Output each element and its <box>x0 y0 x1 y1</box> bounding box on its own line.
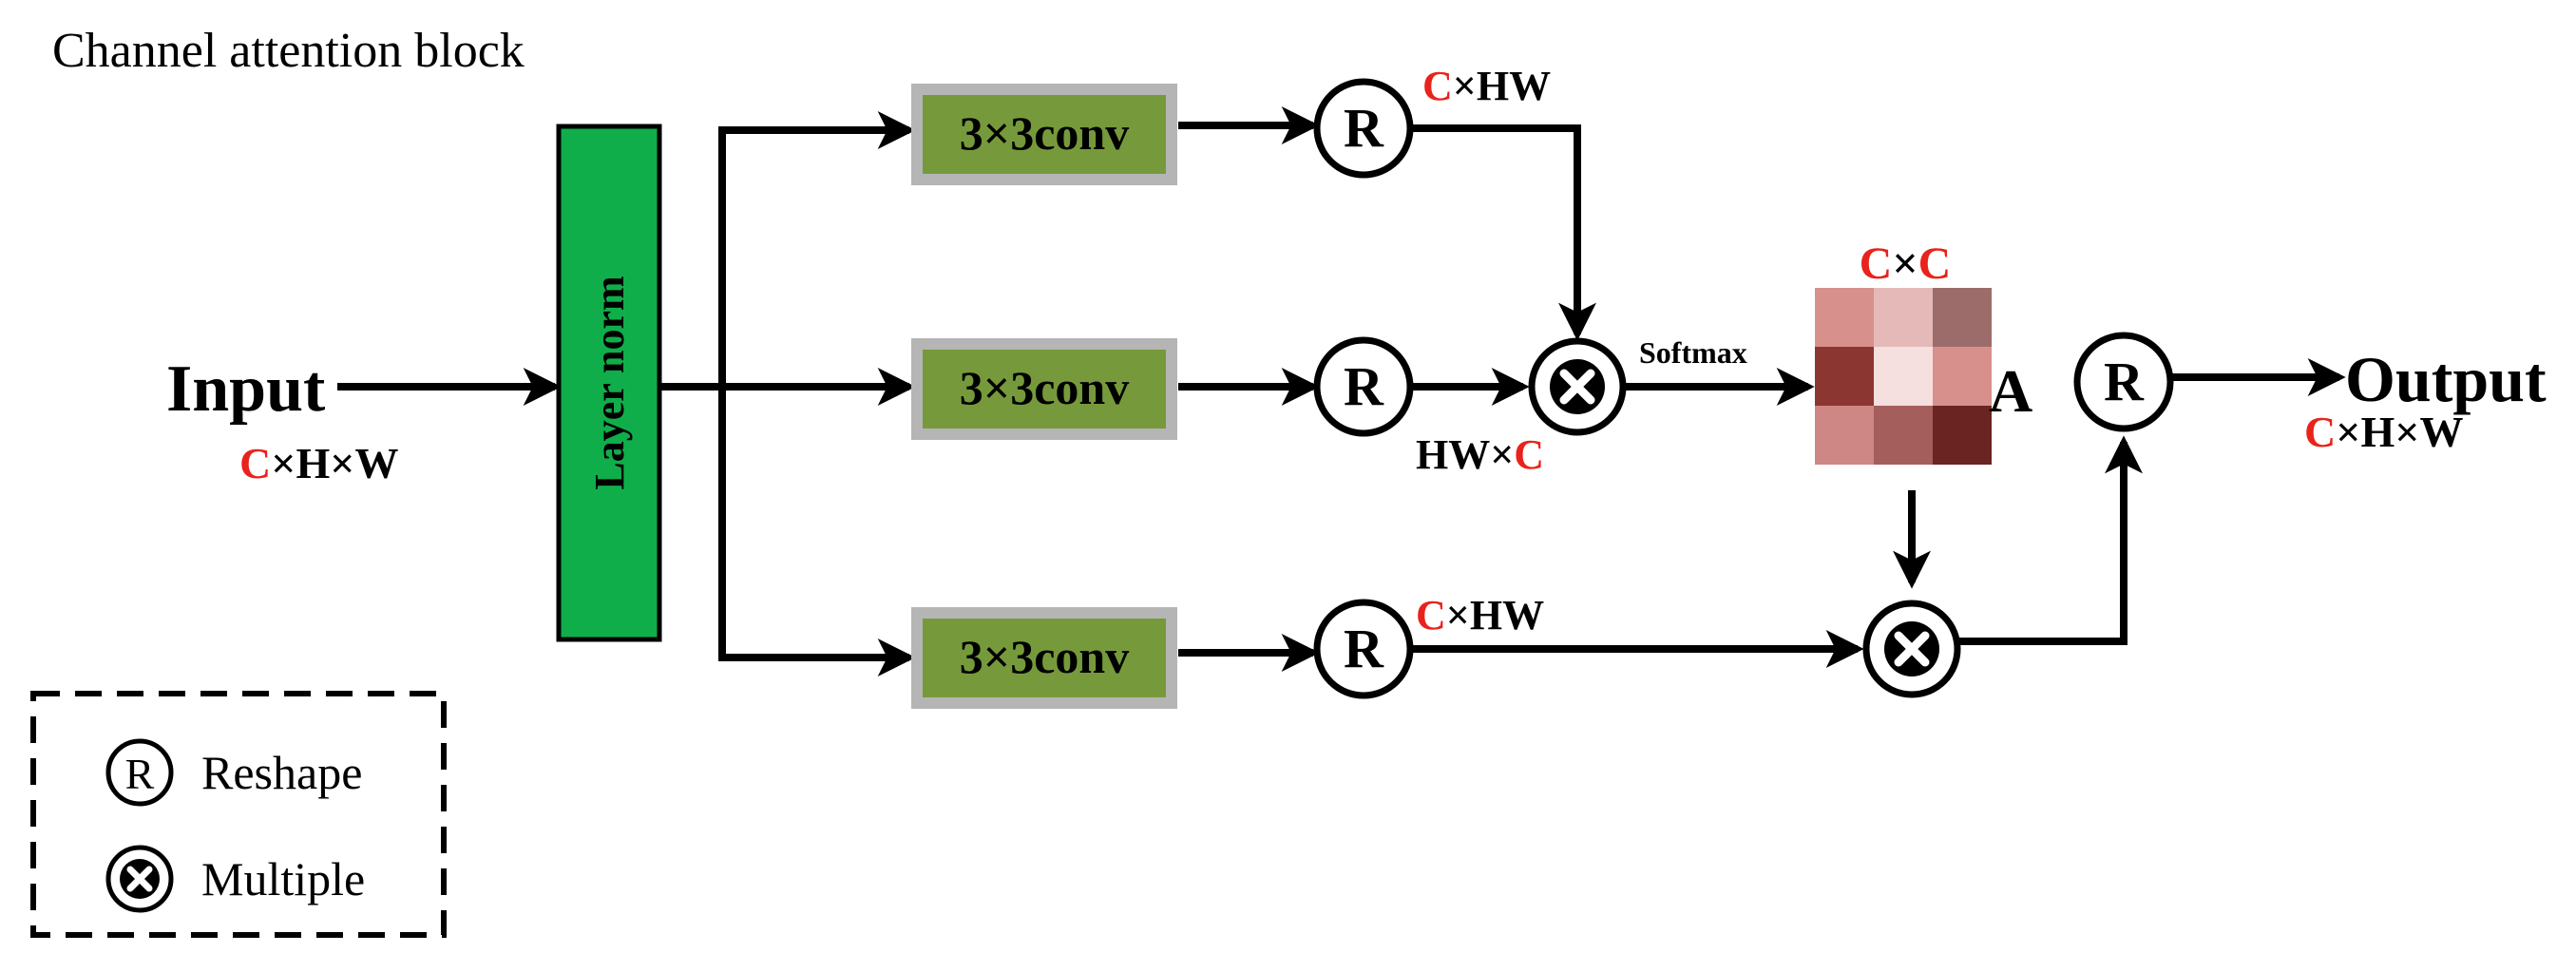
attention-cell-0-0 <box>1815 288 1874 347</box>
conv-block-bot: 3×3conv <box>911 607 1177 709</box>
legend-reshape-label: Reshape <box>201 746 362 799</box>
dim-mid-c: C <box>1514 431 1544 478</box>
dim-top-c: C <box>1422 63 1453 109</box>
attention-label: A <box>1989 357 2032 425</box>
dim-bot: C×HW <box>1416 592 1544 638</box>
attention-dims: C×C <box>1860 238 1952 289</box>
conv-block-mid: 3×3conv <box>911 338 1177 440</box>
conv-block-top: 3×3conv <box>911 84 1177 185</box>
input-dim-rest: ×H×W <box>271 439 398 487</box>
dim-top-rest: ×HW <box>1453 63 1551 109</box>
dim-bot-c: C <box>1416 592 1446 638</box>
layernorm-label: Layer norm <box>586 276 633 489</box>
attention-cell-1-0 <box>1815 347 1874 406</box>
multiply-node-2 <box>1862 600 1961 698</box>
attention-cell-1-1 <box>1874 347 1933 406</box>
legend-reshape-icon-symbol: R <box>125 750 155 798</box>
attention-cell-2-2 <box>1933 406 1992 465</box>
softmax-label: Softmax <box>1639 335 1747 370</box>
reshape-final: R <box>2073 332 2174 432</box>
dim-mid-pre: HW× <box>1416 431 1514 478</box>
legend-box <box>30 691 447 938</box>
dim-top: C×HW <box>1422 63 1551 109</box>
reshape-top: R <box>1313 78 1414 179</box>
input-dim-c: C <box>239 439 271 487</box>
reshape-bot-symbol: R <box>1344 618 1384 679</box>
output-label: Output <box>2345 343 2547 415</box>
dim-mid: HW×C <box>1416 431 1544 478</box>
legend-multiple-label: Multiple <box>201 852 365 905</box>
attention-cell-2-1 <box>1874 406 1933 465</box>
attn-dim-c1: C <box>1860 238 1893 289</box>
diagram-title: Channel attention block <box>52 24 525 78</box>
input-dims: C×H×W <box>239 439 398 487</box>
arrow-reshape-top-to-multiply <box>1410 124 1596 341</box>
attn-dim-c2: C <box>1918 238 1952 289</box>
input-label: Input <box>166 353 325 426</box>
legend-reshape-icon: R <box>105 738 174 807</box>
reshape-top-symbol: R <box>1344 97 1384 159</box>
conv-label-bot: 3×3conv <box>960 630 1130 683</box>
output-dim-rest: ×H×W <box>2336 408 2463 456</box>
attention-cell-2-0 <box>1815 406 1874 465</box>
output-dim-c: C <box>2304 408 2336 456</box>
attention-cell-1-2 <box>1933 347 1992 406</box>
legend-multiply-icon <box>105 845 174 913</box>
reshape-bot: R <box>1313 599 1414 699</box>
reshape-mid-symbol: R <box>1344 355 1384 417</box>
dim-bot-rest: ×HW <box>1446 592 1544 638</box>
conv-label-mid: 3×3conv <box>960 361 1130 414</box>
attn-dim-x: × <box>1892 238 1918 289</box>
attention-cell-0-2 <box>1933 288 1992 347</box>
attention-cell-0-1 <box>1874 288 1933 347</box>
multiply-node-1 <box>1528 337 1627 436</box>
output-dims: C×H×W <box>2304 408 2463 456</box>
attention-matrix <box>1815 288 1992 465</box>
arrow-multiply-to-reshape-final <box>1957 435 2143 645</box>
conv-label-top: 3×3conv <box>960 106 1130 160</box>
reshape-final-symbol: R <box>2104 351 2145 412</box>
reshape-mid: R <box>1313 336 1414 437</box>
